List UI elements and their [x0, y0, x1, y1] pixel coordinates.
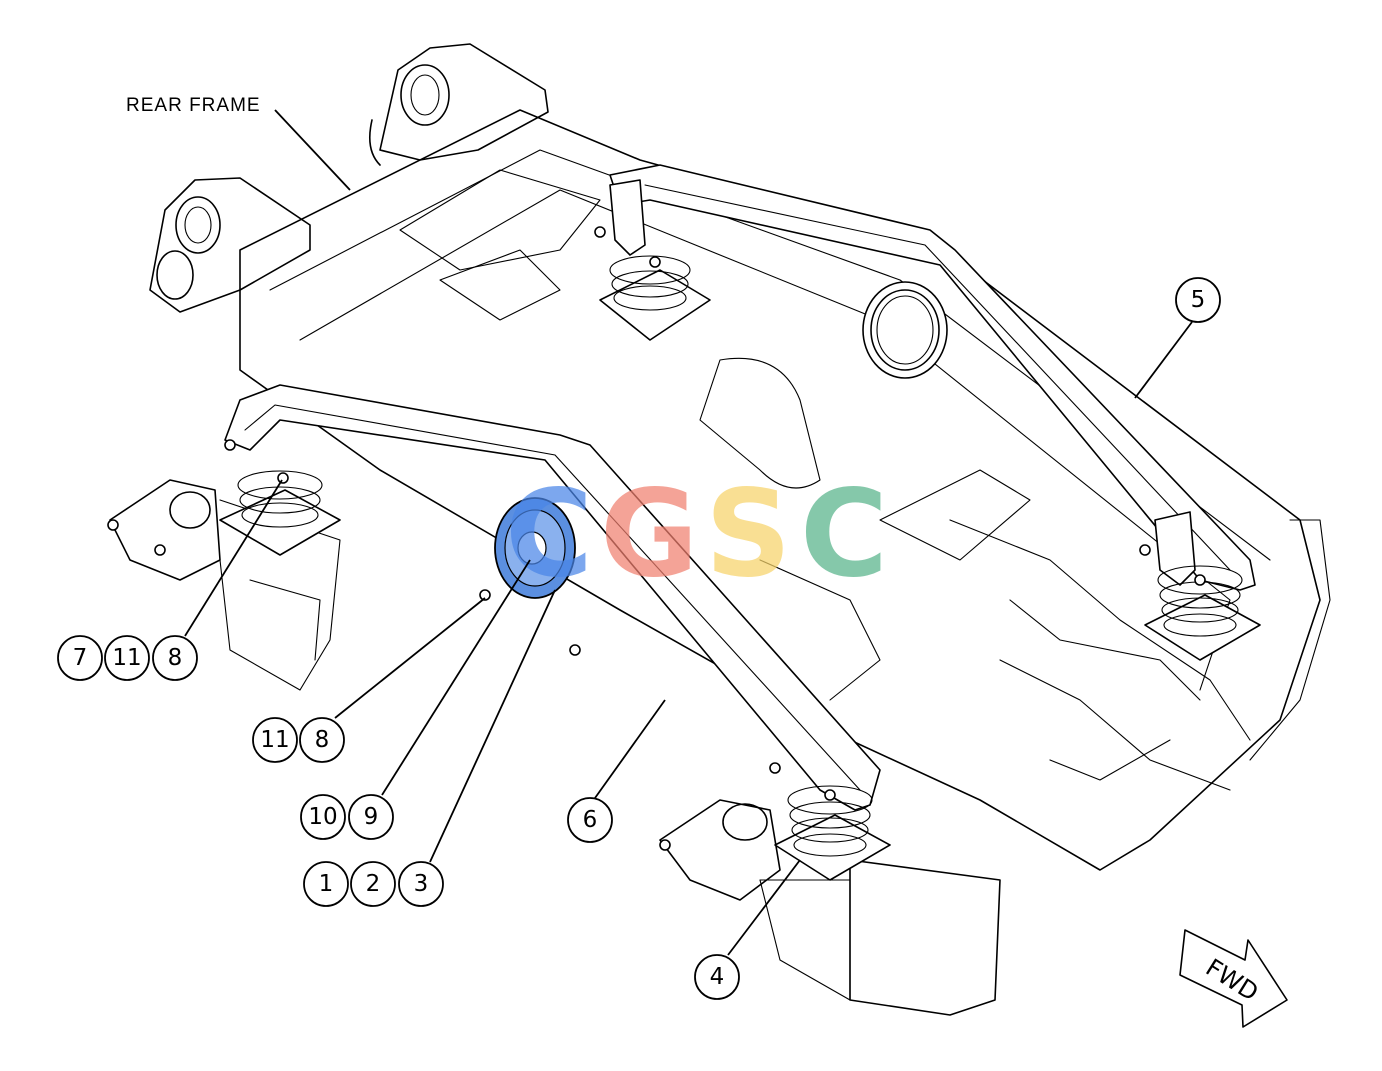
- callout-10-9: 10 9: [300, 794, 394, 840]
- watermark-letter-1: C: [505, 466, 593, 605]
- callout-number: 8: [315, 727, 330, 753]
- callout-6: 6: [567, 797, 613, 843]
- mount-upper-left: [599, 255, 711, 341]
- lower-support-arm: [107, 226, 1206, 881]
- callout-number: 8: [168, 645, 183, 671]
- callout-number: 11: [112, 645, 141, 671]
- callout-4: 4: [694, 954, 740, 1000]
- callout-number: 6: [583, 807, 598, 833]
- callout-number: 1: [319, 871, 334, 897]
- callout-1-2-3: 1 2 3: [303, 861, 444, 907]
- callout-11-8: 11 8: [252, 717, 345, 763]
- callout-number: 4: [710, 964, 725, 990]
- mount-lower-right: [774, 785, 891, 881]
- mount-lower-left: [219, 470, 341, 556]
- callout-balloons: 7 11 8 11 8 10 9 1 2 3 6: [57, 277, 1221, 1000]
- callout-number: 9: [364, 804, 379, 830]
- callout-number: 3: [414, 871, 429, 897]
- rear-frame-label: REAR FRAME: [126, 95, 261, 116]
- watermark-letter-3: S: [705, 466, 791, 605]
- callout-number: 5: [1191, 287, 1206, 313]
- callout-number: 2: [366, 871, 381, 897]
- watermark-letter-2: G: [600, 466, 699, 605]
- isolator-disc: [494, 497, 576, 599]
- fwd-arrow: FWD: [1179, 929, 1288, 1028]
- upper-support-arm: [599, 164, 1261, 661]
- callout-number: 7: [73, 645, 88, 671]
- watermark-letter-4: C: [800, 466, 888, 605]
- callout-number: 11: [260, 727, 289, 753]
- callout-7-11-8: 7 11 8: [57, 635, 198, 681]
- callout-5: 5: [1175, 277, 1221, 323]
- watermark: C G S C: [505, 466, 888, 605]
- callout-number: 10: [308, 804, 337, 830]
- leader-lines: [184, 109, 1193, 956]
